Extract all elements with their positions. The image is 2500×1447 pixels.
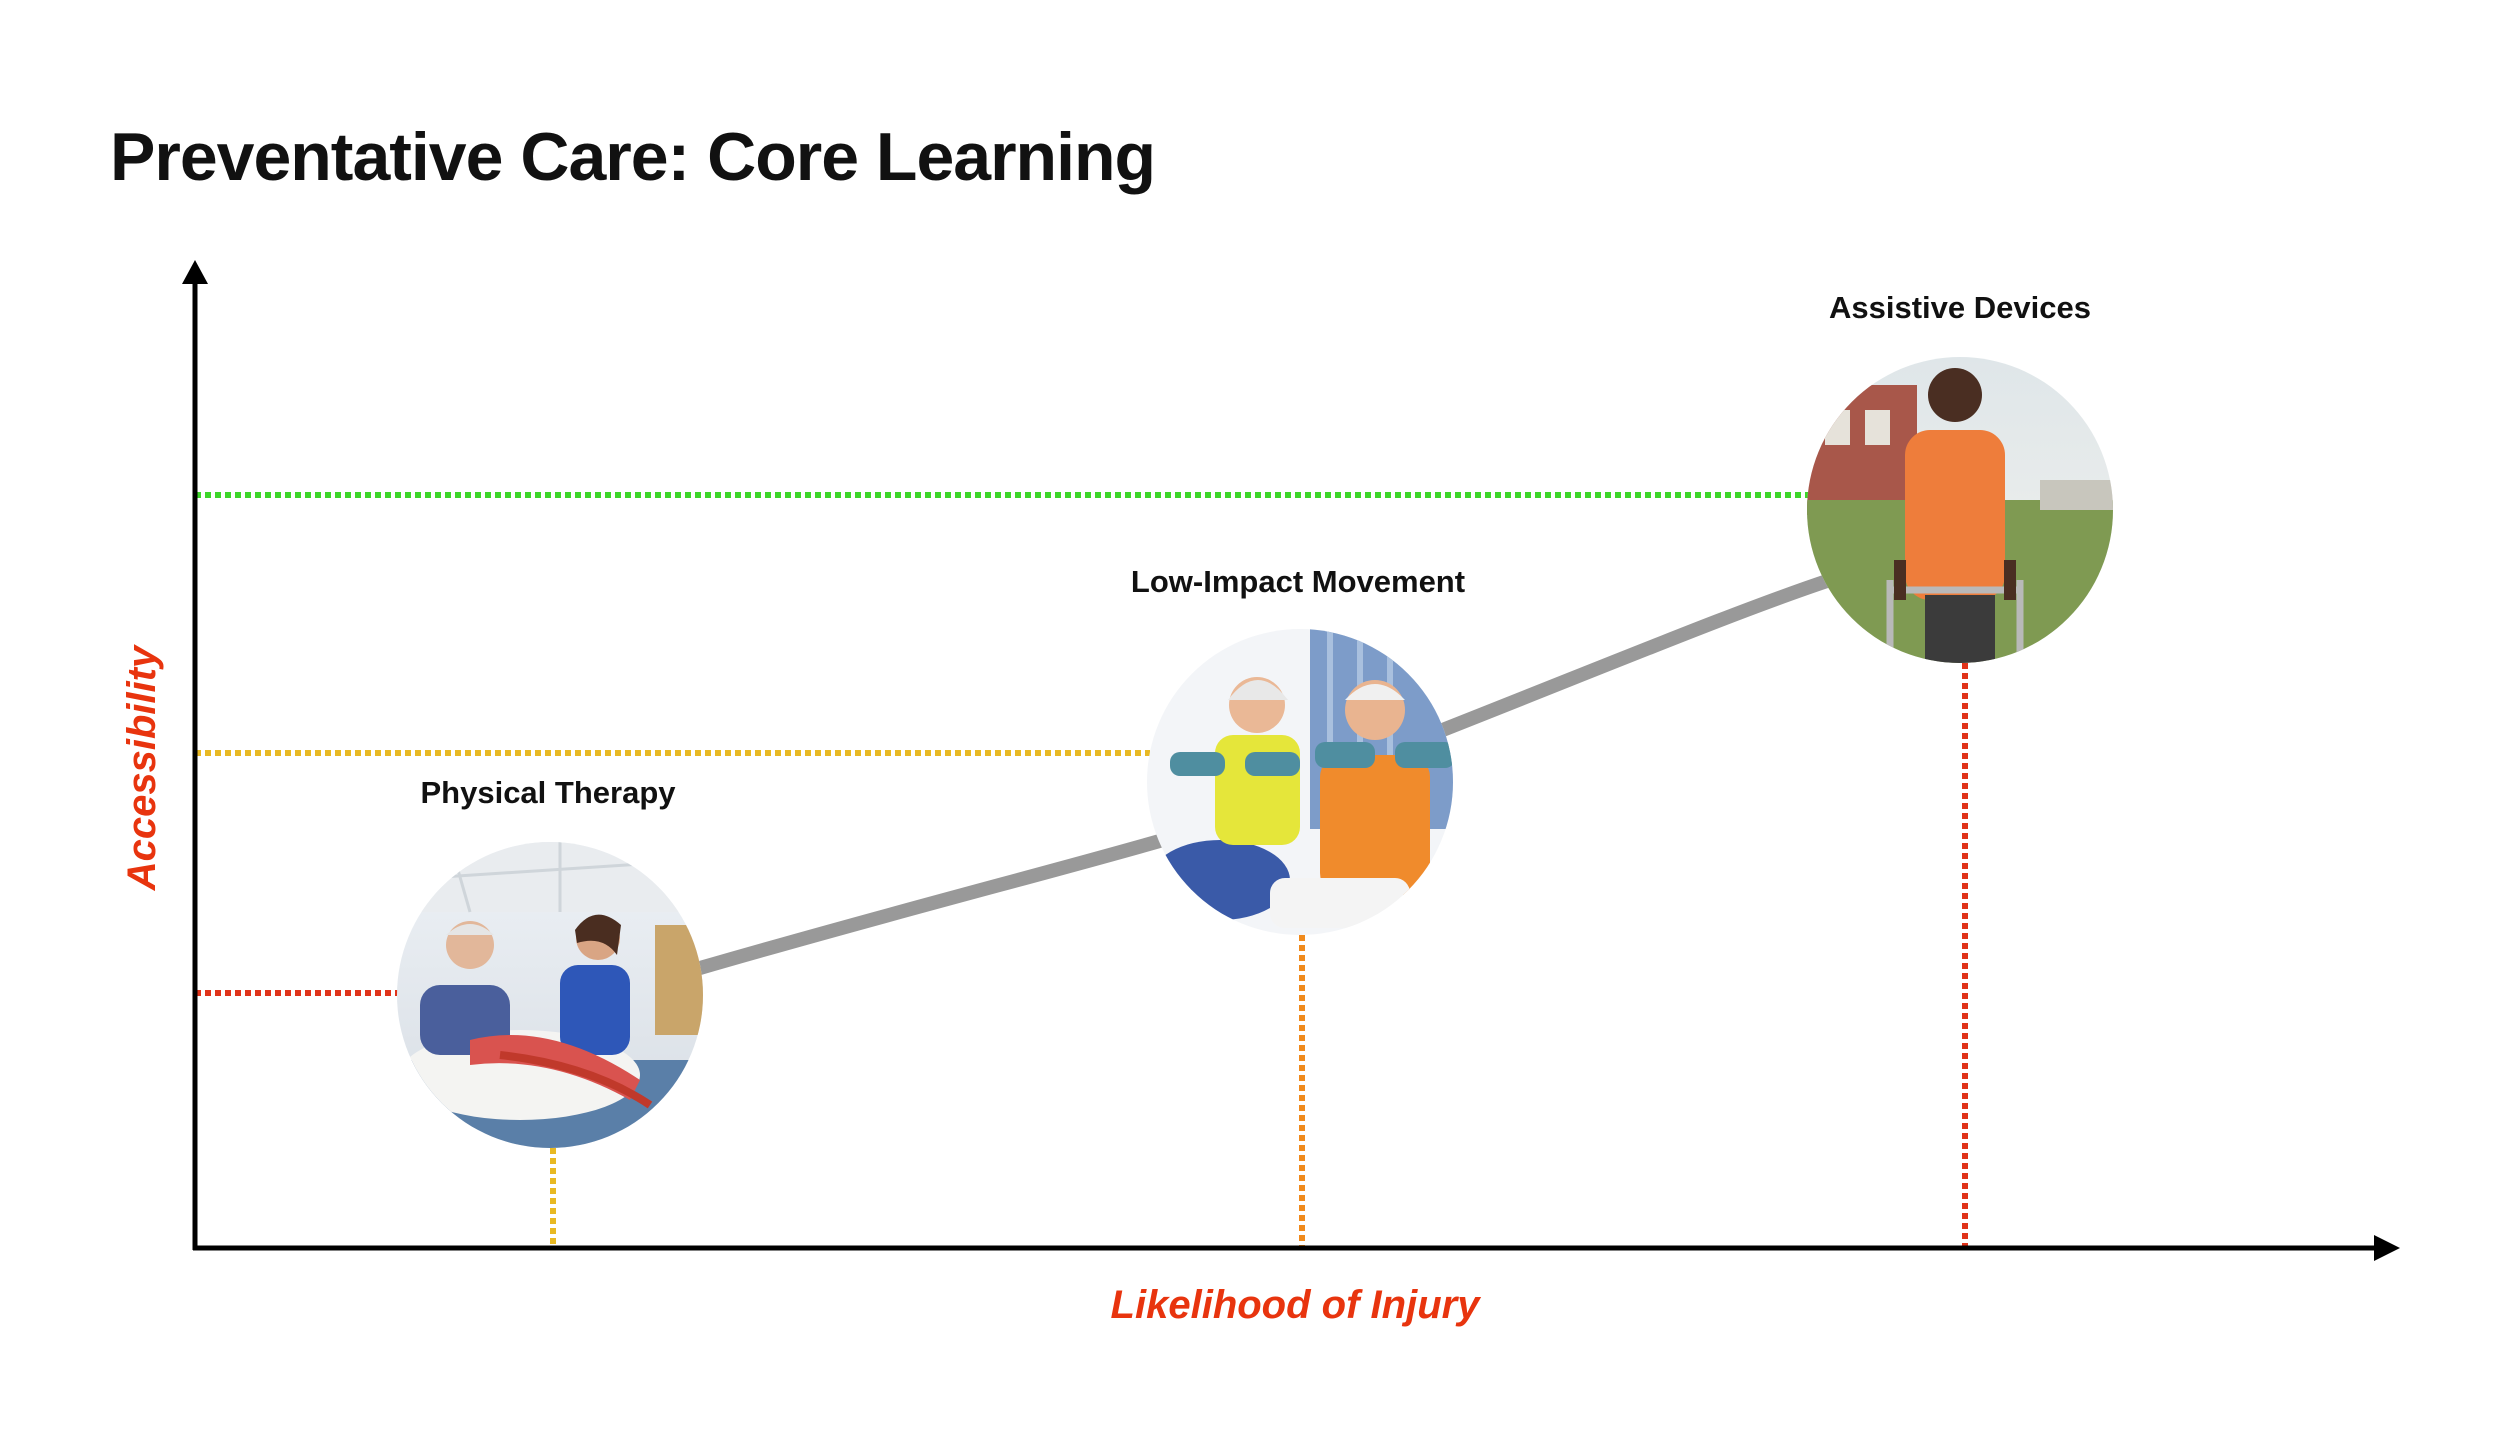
- node-label: Low-Impact Movement: [1131, 564, 1465, 599]
- x-axis-label: Likelihood of Injury: [1111, 1283, 1482, 1327]
- node-label: Assistive Devices: [1829, 290, 2091, 325]
- node-low-impact-movement: Low-Impact Movement: [1131, 564, 1465, 935]
- page-title: Preventative Care: Core Learning: [110, 119, 1156, 195]
- photo-physical-therapy: [397, 842, 703, 1148]
- trend-curve: [693, 573, 1837, 975]
- node-physical-therapy: Physical Therapy: [397, 775, 703, 1148]
- node-assistive-devices: Assistive Devices: [1807, 290, 2113, 663]
- node-label: Physical Therapy: [420, 775, 676, 810]
- y-axis: [182, 260, 208, 1250]
- y-axis-label: Accessibility: [120, 644, 164, 891]
- photo-low-impact-movement: [1147, 629, 1453, 935]
- x-axis: [193, 1235, 2400, 1261]
- photo-assistive-devices: [1807, 357, 2113, 663]
- y-axis-arrow-icon: [182, 260, 208, 284]
- x-axis-arrow-icon: [2374, 1235, 2400, 1261]
